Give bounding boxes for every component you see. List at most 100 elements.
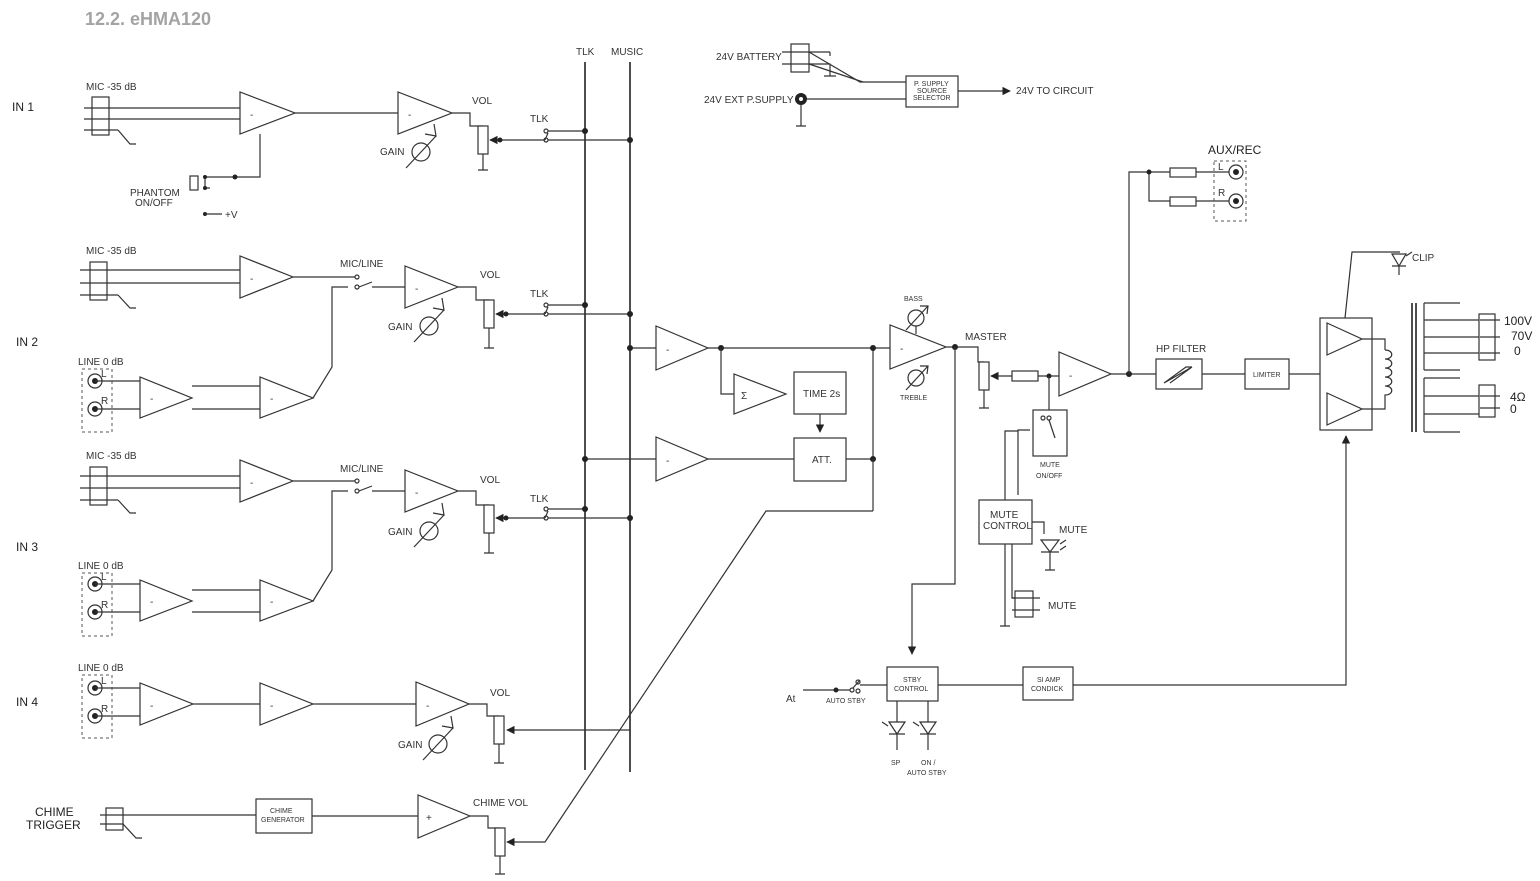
- vol3-label: VOL: [480, 475, 500, 486]
- psupply-label-3: SELECTOR: [913, 95, 951, 102]
- psupply-label-1: P. SUPPLY: [914, 81, 949, 88]
- phantom-label-1: PHANTOM: [130, 188, 180, 199]
- treble-label: TREBLE: [900, 395, 928, 402]
- chime-generator: [255, 798, 313, 834]
- in3-label: IN 3: [16, 540, 38, 554]
- master-label: MASTER: [965, 332, 1007, 343]
- tlk2-label: TLK: [530, 289, 549, 300]
- mute-control-label-2: CONTROL: [983, 521, 1032, 532]
- chime-amp: [417, 794, 472, 839]
- line3-label: LINE 0 dB: [78, 561, 124, 572]
- input-3-channel: IN 3 MIC -35 dB - MIC/LINE LINE 0 dB L R…: [16, 451, 633, 637]
- aux-resistor-r: [1169, 196, 1197, 207]
- svg-text:-: -: [150, 597, 153, 608]
- chime-trigger-label-1: CHIME: [35, 805, 74, 819]
- on-autostby-label-1: ON /: [921, 760, 935, 767]
- time-block: [793, 371, 847, 415]
- psupply-label-2: SOURCE: [917, 88, 947, 95]
- gain2-knob: [419, 316, 439, 336]
- speaker-connector-4ohm: [1478, 384, 1496, 418]
- svg-text:-: -: [270, 394, 273, 405]
- plusv-label: +V: [225, 210, 238, 221]
- line2-label: LINE 0 dB: [78, 357, 124, 368]
- bus-lines: TLK MUSIC: [576, 47, 643, 772]
- mix-amp-tlk: [655, 436, 710, 482]
- svg-text:-: -: [270, 701, 273, 712]
- tlk1-label: TLK: [530, 114, 549, 125]
- mix-amp-music: [655, 325, 710, 371]
- amp-2: [404, 265, 460, 309]
- line3-connector: [81, 572, 113, 637]
- mic1-label: MIC -35 dB: [86, 82, 137, 93]
- line4-r-label: R: [101, 704, 108, 715]
- svg-text:-: -: [415, 284, 418, 295]
- amp-1: [397, 91, 454, 135]
- mute-led-label: MUTE: [1059, 525, 1088, 536]
- chime-gen-label-2: GENERATOR: [261, 817, 305, 824]
- ext-supply-label: 24V EXT P.SUPPLY: [704, 95, 794, 106]
- svg-text:-: -: [150, 701, 153, 712]
- gain3-label: GAIN: [388, 527, 412, 538]
- vol1-label: VOL: [472, 96, 492, 107]
- mute-input-connector: [1014, 590, 1034, 618]
- mic3-label: MIC -35 dB: [86, 451, 137, 462]
- bus-tlk-label: TLK: [576, 47, 595, 58]
- amp-3: [404, 469, 460, 513]
- line-preamp-4: [139, 682, 195, 726]
- svg-text:-: -: [250, 478, 253, 489]
- svg-text:-: -: [250, 110, 253, 121]
- aux-resistor-l: [1169, 167, 1197, 178]
- line2-connector: [81, 368, 113, 433]
- vol4-label: VOL: [490, 688, 510, 699]
- mute-control-label-1: MUTE: [990, 510, 1019, 521]
- power-amp-lower: [1326, 392, 1364, 426]
- clip-led: [1390, 253, 1408, 268]
- chime-connector: [105, 807, 124, 831]
- treble-knob: [907, 369, 925, 387]
- micline2-label: MIC/LINE: [340, 259, 384, 270]
- gain4-label: GAIN: [398, 740, 422, 751]
- line4-label: LINE 0 dB: [78, 663, 124, 674]
- preamp-1: [239, 91, 297, 135]
- sp-label: SP: [891, 760, 901, 767]
- clip-label: CLIP: [1412, 253, 1435, 264]
- in1-label: IN 1: [12, 100, 34, 114]
- svg-text:Σ: Σ: [741, 391, 747, 402]
- svg-text:-: -: [150, 394, 153, 405]
- limiter-label: LIMITER: [1253, 372, 1281, 379]
- mic2-label: MIC -35 dB: [86, 246, 137, 257]
- stby-label-2: CONTROL: [894, 686, 928, 693]
- svg-text:-: -: [900, 344, 903, 355]
- att-label: ATT.: [812, 455, 832, 466]
- amp-cond-label-2: CONDICK: [1031, 686, 1064, 693]
- bus-music-label: MUSIC: [611, 47, 643, 58]
- preamp-2: [239, 255, 295, 299]
- page-title: 12.2. eHMA120: [85, 9, 211, 29]
- hp-filter-label: HP FILTER: [1156, 344, 1206, 355]
- line-amp-2: [259, 376, 315, 419]
- line-amp-3: [259, 579, 315, 622]
- input-2-channel: IN 2 MIC -35 dB - MIC/LINE LINE 0 dB L R…: [16, 246, 633, 433]
- psupply-selector: [905, 75, 959, 108]
- line4-connector: [81, 674, 113, 739]
- line4-l-label: L: [101, 676, 107, 687]
- master-pot: [978, 361, 990, 391]
- gain2-label: GAIN: [388, 322, 412, 333]
- mute-control: [978, 499, 1033, 545]
- line-preamp-3: [139, 579, 194, 622]
- battery-label: 24V BATTERY: [716, 52, 782, 63]
- mute-led: [1039, 539, 1061, 553]
- chime-channel: CHIME TRIGGER CHIME GENERATOR + CHIME VO…: [26, 510, 873, 875]
- to-circuit-label: 24V TO CIRCUIT: [1016, 86, 1093, 97]
- micline3-label: MIC/LINE: [340, 464, 384, 475]
- out-4ohm-label: 4Ω: [1510, 390, 1526, 404]
- output-section: - AUX/REC L R HP FILTER LIMITER CLIP: [1058, 143, 1532, 433]
- phantom-label-2: ON/OFF: [135, 198, 173, 209]
- line-amp-4: [259, 682, 315, 726]
- sp-led: [887, 721, 907, 736]
- vol3-pot: [483, 504, 495, 534]
- chime-trigger-label-2: TRIGGER: [26, 818, 81, 832]
- aux-rec-label: AUX/REC: [1208, 143, 1262, 157]
- mute-onoff-switch: [1032, 409, 1068, 457]
